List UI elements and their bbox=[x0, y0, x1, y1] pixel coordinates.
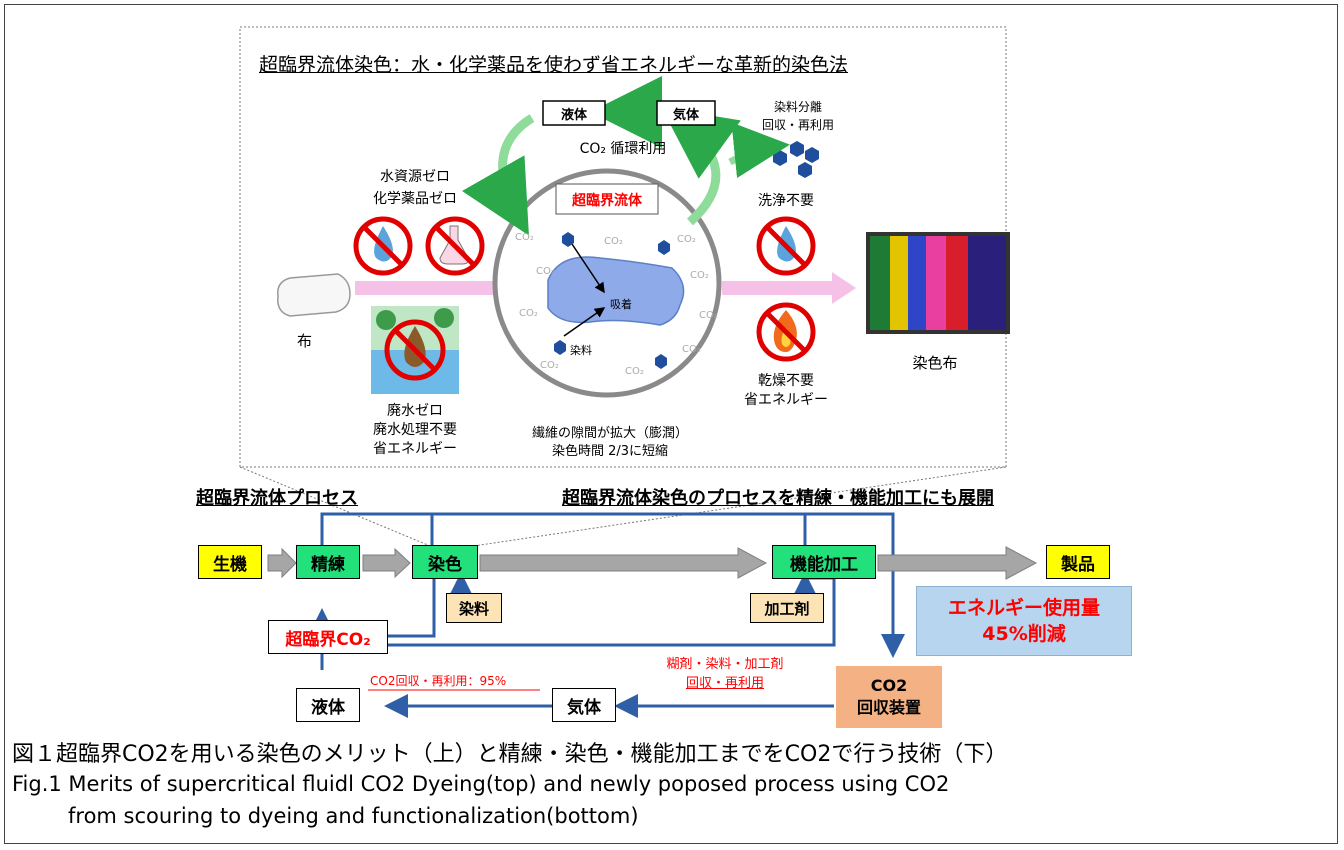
adsorb-arrow-1 bbox=[571, 243, 605, 294]
functional-finishing-box: 機能加工 bbox=[772, 545, 876, 579]
caption-english-line2: from scouring to dyeing and functionaliz… bbox=[68, 804, 639, 828]
co2-mark: CO₂ bbox=[677, 234, 696, 245]
co2-cycle-label: CO₂ 循環利用 bbox=[579, 141, 667, 157]
dyeing-time-label: 染色時間 2/3に短縮 bbox=[551, 444, 669, 459]
cloth-label: 布 bbox=[297, 332, 313, 350]
no-wastewater-icon bbox=[371, 306, 459, 394]
adsorb-arrow-2 bbox=[563, 307, 606, 337]
energy-save-right-label: 省エネルギー bbox=[744, 392, 828, 408]
dye-input-box: 染料 bbox=[446, 593, 502, 623]
dye-separation-label: 染料分離 bbox=[773, 100, 822, 114]
energy-reduction-line2: 45%削減 bbox=[982, 623, 1066, 645]
co2-mark: CO₂ bbox=[682, 344, 701, 355]
bottom-gas-box: 気体 bbox=[552, 688, 616, 722]
process-heading-right: 超臨界流体染色のプロセスを精練・機能加工にも展開 bbox=[562, 488, 994, 509]
co2-mark: CO₂ bbox=[699, 310, 718, 321]
no-wash-icon bbox=[756, 216, 816, 276]
figure-frame bbox=[4, 4, 1338, 844]
co2-mark: CO₂ bbox=[515, 232, 534, 243]
dyeing-box: 染色 bbox=[412, 545, 478, 579]
energy-save-left-label: 省エネルギー bbox=[373, 441, 457, 457]
white-cloth-icon bbox=[277, 273, 351, 317]
dry-free-label: 乾燥不要 bbox=[758, 373, 814, 389]
dyed-cloth-image bbox=[866, 232, 1010, 334]
recovery-reuse-label: 回収・再利用 bbox=[685, 676, 764, 691]
co2-mark: CO₂ bbox=[604, 236, 623, 247]
energy-reduction-line1: エネルギー使用量 bbox=[947, 597, 1100, 619]
bottom-liquid-box: 液体 bbox=[296, 688, 360, 722]
co2-mark: CO₂ bbox=[540, 360, 559, 371]
scf-label-box bbox=[555, 183, 659, 215]
co2-device-line2: 回収装置 bbox=[856, 698, 921, 717]
energy-reduction-box: エネルギー使用量 45%削減 bbox=[916, 586, 1132, 656]
process-heading-left: 超臨界流体プロセス bbox=[196, 488, 358, 509]
caption-japanese: 図１超臨界CO2を用いる染色のメリット（上）と精練・染色・機能加工までをCO2で… bbox=[12, 742, 1008, 767]
flow-arrows bbox=[267, 546, 1038, 580]
product-box: 製品 bbox=[1046, 545, 1110, 579]
water-zero-label: 水資源ゼロ bbox=[380, 169, 450, 185]
callout-line-left bbox=[239, 466, 436, 549]
cycle-arrow-right bbox=[661, 107, 741, 226]
no-drying-icon bbox=[756, 302, 816, 362]
co2-mark: CO₂ bbox=[519, 308, 538, 319]
scouring-box: 精練 bbox=[296, 545, 360, 579]
chemical-zero-label: 化学薬品ゼロ bbox=[373, 191, 457, 207]
co2-device-line1: CO2 bbox=[870, 676, 908, 695]
co2-recovery-device-box: CO2 回収装置 bbox=[836, 666, 942, 728]
dye-molecules bbox=[554, 232, 670, 369]
co2-recovery-rate-label: CO2回収・再利用：95% bbox=[370, 674, 507, 688]
cycle-arrow-left bbox=[461, 114, 535, 236]
top-liquid-label: 液体 bbox=[560, 108, 587, 123]
top-gas-label: 気体 bbox=[672, 108, 699, 123]
finishing-agent-box: 加工剤 bbox=[750, 593, 824, 623]
greige-box: 生機 bbox=[198, 545, 262, 579]
fiber-swelling-label: 繊維の隙間が拡大（膨潤） bbox=[531, 426, 688, 441]
co2-mark: CO₂ bbox=[690, 270, 709, 281]
caption-english-line1: Fig.1 Merits of supercritical fluidl CO2… bbox=[12, 772, 950, 796]
wash-free-label: 洗浄不要 bbox=[758, 193, 814, 209]
top-gas-box bbox=[656, 100, 716, 126]
dye-label: 染料 bbox=[570, 344, 592, 357]
dyed-cloth-label: 染色布 bbox=[912, 354, 958, 372]
blue-cloth bbox=[547, 256, 685, 326]
dye-reuse-label: 回収・再利用 bbox=[761, 118, 834, 132]
pink-arrow-left bbox=[355, 281, 500, 295]
co2-mark: CO₂ bbox=[536, 266, 555, 277]
wastewater-treatment-label: 廃水処理不要 bbox=[373, 422, 457, 438]
scf-label: 超臨界流体 bbox=[572, 193, 642, 209]
no-water-icon bbox=[353, 216, 413, 276]
top-title: 超臨界流体染色：水・化学薬品を使わず省エネルギーな革新的染色法 bbox=[259, 54, 849, 76]
pink-arrow-right bbox=[722, 281, 832, 295]
pink-arrow-head bbox=[832, 272, 856, 304]
top-liquid-box bbox=[542, 100, 606, 126]
no-chemical-icon bbox=[425, 216, 485, 276]
recovery-materials-label: 糊剤・染料・加工剤 bbox=[666, 657, 784, 672]
supercritical-co2-box: 超臨界CO₂ bbox=[268, 620, 388, 654]
co2-mark: CO₂ bbox=[625, 366, 644, 377]
wastewater-zero-label: 廃水ゼロ bbox=[387, 403, 443, 419]
cycle-arrow-out bbox=[728, 122, 790, 179]
adsorb-label: 吸着 bbox=[610, 298, 632, 311]
